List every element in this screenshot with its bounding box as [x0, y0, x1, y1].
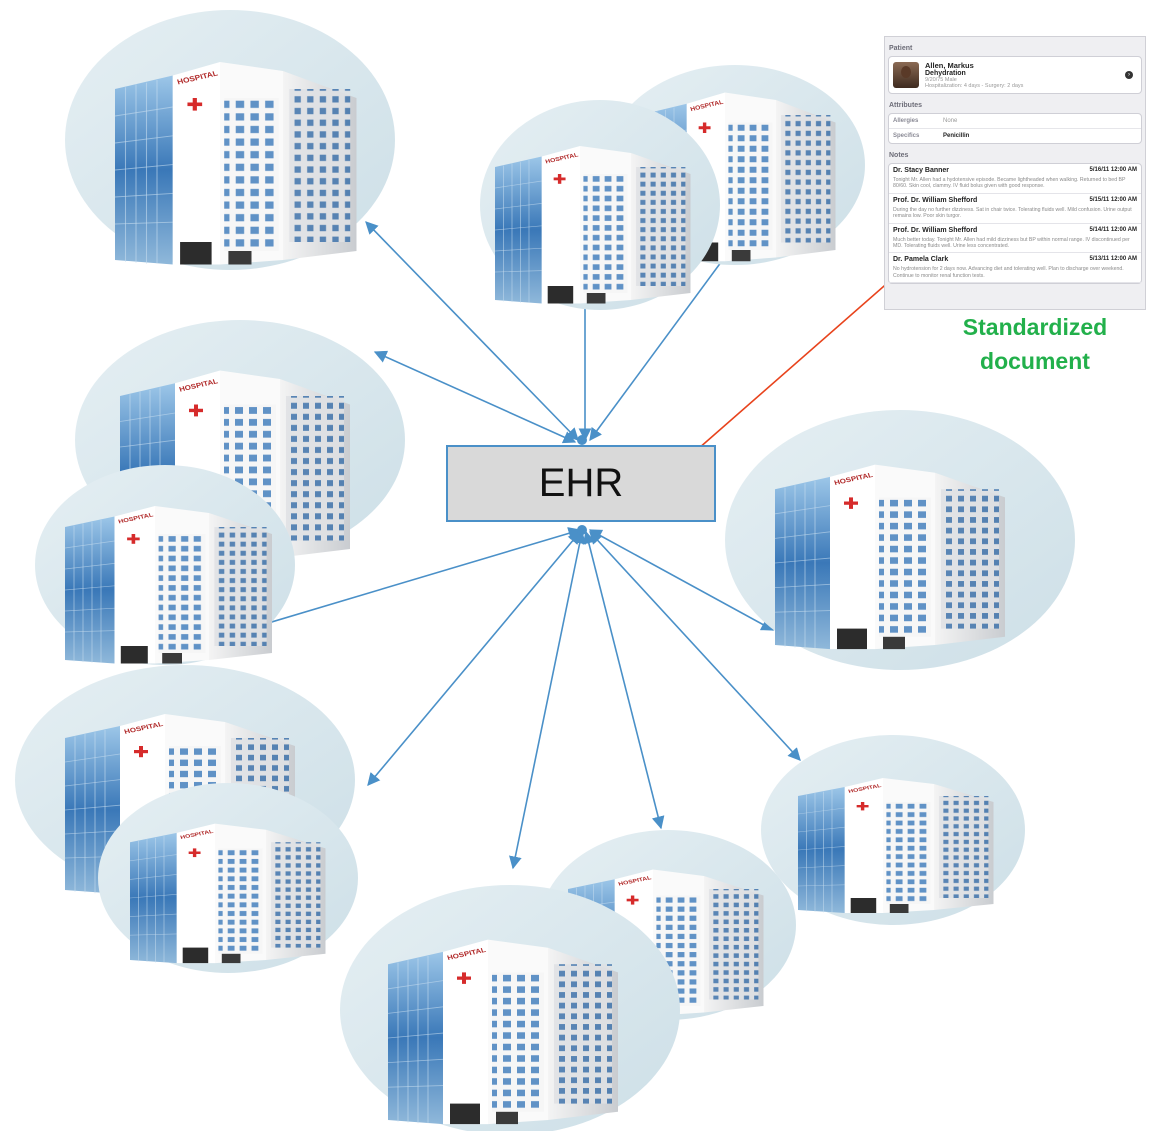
note-author: Dr. Stacy Banner	[893, 167, 950, 174]
connector-lines	[236, 221, 801, 870]
note-item[interactable]: Dr. Pamela Clark 5/13/11 12:00 AM No hyd…	[889, 253, 1141, 284]
attribute-label: Specifics	[893, 133, 920, 139]
patient-name: Allen, Markus	[925, 61, 974, 70]
ehr-hub-bottom-node	[577, 525, 587, 535]
hospital-top-center	[480, 65, 865, 310]
attribute-value: None	[943, 118, 958, 124]
link-hospital-left-upper	[373, 350, 577, 444]
attribute-label: Allergies	[893, 118, 919, 124]
patient-dob: 9/20/75 Male	[925, 77, 957, 83]
link-hospital-left-lower	[367, 531, 581, 786]
patient-diagnosis: Dehydration	[925, 70, 966, 77]
note-author: Dr. Pamela Clark	[893, 256, 949, 264]
note-item[interactable]: Dr. Stacy Banner 5/16/11 12:00 AM Tonigh…	[889, 164, 1141, 194]
hospital-building-icon	[114, 61, 358, 266]
hospital-building-icon	[774, 464, 1006, 650]
patient-avatar	[893, 62, 919, 88]
note-date: 5/14/11 12:00 AM	[1089, 226, 1137, 233]
link-hospital-bottom-left	[509, 530, 586, 870]
note-date: 5/13/11 12:00 AM	[1089, 256, 1137, 263]
patient-card[interactable]: Allen, Markus Dehydration 9/20/75 Male H…	[888, 56, 1142, 94]
attributes-section-header: Attributes	[889, 102, 923, 109]
attribute-row: Specifics Penicillin	[889, 129, 1141, 143]
caption-line-1: Standardized	[962, 314, 1108, 340]
hospital-building-icon	[494, 145, 691, 304]
hospital-left-lower	[15, 665, 358, 973]
hospital-right-middle	[725, 410, 1075, 670]
note-text: No hydrotension for 2 days now. Advancin…	[893, 266, 1124, 279]
note-text: During the day no further dizziness. Sat…	[893, 206, 1132, 220]
note-author: Prof. Dr. William Shefford	[893, 226, 978, 234]
standardized-document-caption: Standardized document	[930, 310, 1140, 378]
standardized-document-panel: Patient Allen, Markus Dehydration 9/20/7…	[884, 36, 1146, 310]
note-item[interactable]: Prof. Dr. William Shefford 5/14/11 12:00…	[889, 224, 1141, 254]
hospital-right-lower	[761, 735, 1025, 925]
hospital-building-icon	[64, 505, 273, 664]
note-author: Prof. Dr. William Shefford	[893, 196, 978, 204]
notes-list: Dr. Stacy Banner 5/16/11 12:00 AM Tonigh…	[888, 163, 1142, 285]
ehr-system-box: EHR	[446, 445, 716, 522]
note-text: Tonight Mr. Allen had a hydotensive epis…	[893, 177, 1126, 190]
hospital-left-middle	[35, 320, 405, 665]
note-date: 5/16/11 12:00 AM	[1089, 167, 1137, 173]
attribute-row: Allergies None	[889, 114, 1141, 129]
hospital-top-left	[65, 10, 395, 270]
ehr-label: EHR	[538, 461, 624, 505]
caption-line-2: document	[980, 348, 1090, 374]
note-text: Much better today. Tonight Mr. Allen had…	[893, 236, 1130, 250]
link-hospital-bottom-center	[582, 530, 665, 830]
link-hospital-right-lower	[589, 531, 801, 761]
hospital-building-icon	[797, 777, 994, 914]
patient-details: Allen, Markus Dehydration 9/20/75 Male H…	[925, 61, 1023, 89]
hospital-bottom-center	[340, 830, 796, 1131]
attributes-card: Allergies None Specifics Penicillin	[888, 113, 1142, 144]
patient-section-header: Patient	[889, 45, 913, 52]
hospital-building-icon	[129, 823, 326, 964]
ehr-hub-top-node	[577, 435, 587, 445]
hospital-building-icon	[387, 939, 619, 1125]
notes-section-header: Notes	[889, 152, 909, 159]
note-date: 5/15/11 12:00 AM	[1089, 196, 1137, 203]
patient-stay: Hospitalization: 4 days - Surgery: 2 day…	[925, 83, 1024, 89]
attribute-value: Penicillin	[943, 133, 970, 139]
note-item[interactable]: Prof. Dr. William Shefford 5/15/11 12:00…	[889, 194, 1141, 224]
chevron-right-icon[interactable]: ›	[1125, 71, 1133, 79]
